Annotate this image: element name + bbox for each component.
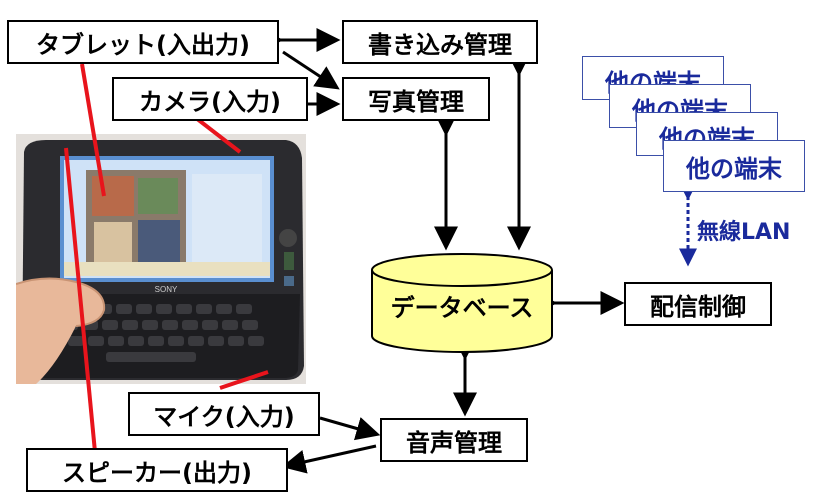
mic-pointer [219,370,269,390]
tablet-node-label: タブレット(入出力) [36,30,250,59]
photo-node-label: 写真管理 [368,87,464,116]
arrow-audio-speaker [281,444,377,474]
terminal-label-4: 他の端末 [686,154,782,183]
tablet-pointer [80,63,106,197]
distribution-node: 配信制御 [624,282,772,326]
device-brand-label: SONY [155,285,178,294]
mic-node-label: マイク(入力) [153,402,295,431]
arrow-tablet-photo [282,50,340,90]
camera-node: カメラ(入力) [112,77,308,121]
photo-node: 写真管理 [342,77,490,121]
database-label: データベース [390,294,534,322]
arrow-mic-audio [319,416,381,441]
speaker-pointer [64,147,97,453]
audio-node: 音声管理 [380,418,528,462]
wireless-lan-label: 無線LAN [697,220,791,245]
terminal-card-4: 他の端末 [663,140,805,192]
writing-node-label: 書き込み管理 [368,30,512,59]
distribution-node-label: 配信制御 [650,292,746,321]
database-cylinder [371,253,553,353]
writing-node: 書き込み管理 [342,20,538,64]
camera-pointer [194,116,242,154]
audio-node-label: 音声管理 [406,428,502,457]
mic-node: マイク(入力) [128,392,320,436]
speaker-node: スピーカー(出力) [26,448,288,492]
speaker-node-label: スピーカー(出力) [62,458,252,487]
camera-node-label: カメラ(入力) [139,87,281,116]
tablet-node: タブレット(入出力) [7,20,279,64]
